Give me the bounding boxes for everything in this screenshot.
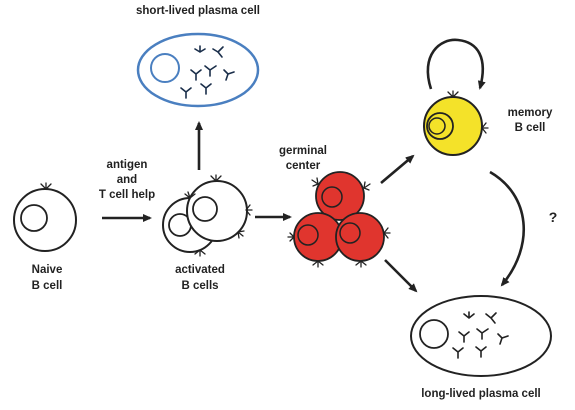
short-lived-plasma-cell <box>136 32 260 108</box>
label-naive-b-cell: B cell <box>32 280 63 292</box>
label-activated-b-cells: B cells <box>181 280 218 292</box>
label-and: and <box>117 174 137 186</box>
memory-b-cell <box>423 90 489 156</box>
label-activated: activated <box>175 264 225 276</box>
naive-b-cell <box>13 182 77 252</box>
receptor-icon <box>210 174 222 182</box>
label-short-lived: short-lived plasma cell <box>136 5 260 17</box>
label-naive: Naive <box>32 264 63 276</box>
label-memory: memory <box>508 107 553 119</box>
antibody-icon <box>180 45 235 99</box>
long-lived-plasma-cell <box>410 295 552 377</box>
arrow-memory-self-renewal <box>426 38 486 90</box>
receptor-icon <box>40 182 52 190</box>
antibody-icon <box>452 311 509 359</box>
label-germinal: germinal <box>279 145 327 157</box>
label-t-cell-help: T cell help <box>99 189 155 201</box>
label-memory-b-cell: B cell <box>515 122 546 134</box>
label-antigen: antigen <box>107 159 148 171</box>
arrow-to-memory <box>380 154 415 184</box>
activated-b-cells <box>162 174 253 257</box>
label-long-lived: long-lived plasma cell <box>421 388 541 400</box>
arrows <box>102 38 526 293</box>
label-question: ? <box>549 209 558 225</box>
arrow-memory-to-long-lived <box>489 170 526 287</box>
arrow-to-long-lived <box>384 259 418 293</box>
label-center: center <box>286 160 321 172</box>
germinal-center <box>287 171 391 268</box>
